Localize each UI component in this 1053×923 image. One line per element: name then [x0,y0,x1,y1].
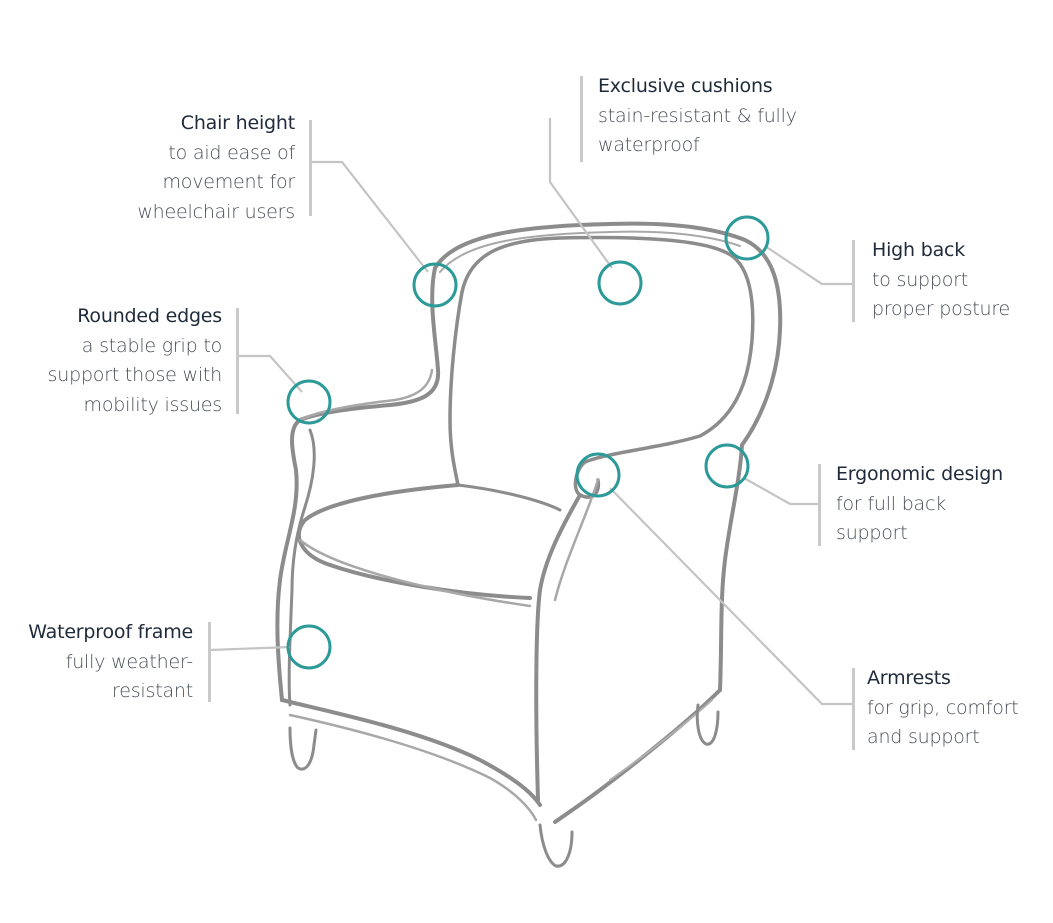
callout-description: a stable grip to support those with mobi… [47,334,223,416]
chair-outline [275,221,783,868]
hotspot-armrests[interactable] [575,452,621,498]
callout-rounded-edges: Rounded edges a stable grip to support t… [47,302,223,420]
callout-bar-armrests [852,668,855,750]
hotspot-ergonomic-design[interactable] [704,443,750,489]
callout-description: to aid ease of movement for wheelchair u… [137,141,295,223]
callout-bar-chair-height [309,120,312,216]
callout-title: High back [872,239,966,261]
callout-bar-exclusive-cushions [580,76,583,162]
hotspot-chair-height[interactable] [412,262,458,308]
callout-bar-high-back [852,240,855,322]
callout-high-back: High back to support proper posture [872,236,1010,325]
callout-title: Ergonomic design [836,463,1003,485]
hotspot-waterproof-frame[interactable] [286,624,332,670]
callout-title: Chair height [180,112,295,134]
hotspot-rounded-edges[interactable] [286,379,332,425]
callout-title: Rounded edges [77,305,222,327]
callout-title: Waterproof frame [28,621,193,643]
leader-lines [209,118,852,706]
callout-description: fully weather- resistant [65,650,193,703]
callout-title: Exclusive cushions [598,75,773,97]
leader-rounded-edges [238,354,303,393]
hotspot-exclusive-cushions[interactable] [597,260,643,306]
callout-description: for grip, comfort and support [867,696,1019,749]
callout-ergonomic-design: Ergonomic design for full back support [836,460,1003,549]
hotspots [286,215,770,670]
leader-exclusive-cushions [548,118,613,269]
callout-description: for full back support [836,492,947,545]
callout-armrests: Armrests for grip, comfort and support [867,664,1019,753]
hotspot-high-back[interactable] [724,215,770,261]
leader-armrests [609,487,852,706]
leader-chair-height [310,160,429,273]
callout-bar-ergonomic-design [818,464,821,546]
leader-high-back [764,245,852,286]
callout-description: stain-resistant & fully waterproof [598,104,797,157]
callout-bar-rounded-edges [236,308,239,414]
leader-ergonomic-design [743,477,820,506]
leader-waterproof-frame [209,645,291,652]
callout-bar-waterproof-frame [208,622,211,702]
callout-description: to support proper posture [872,268,1011,321]
callout-exclusive-cushions: Exclusive cushions stain-resistant & ful… [598,72,797,161]
callout-title: Armrests [867,667,951,689]
callout-chair-height: Chair height to aid ease of movement for… [137,109,295,227]
callout-waterproof-frame: Waterproof frame fully weather- resistan… [28,618,193,707]
